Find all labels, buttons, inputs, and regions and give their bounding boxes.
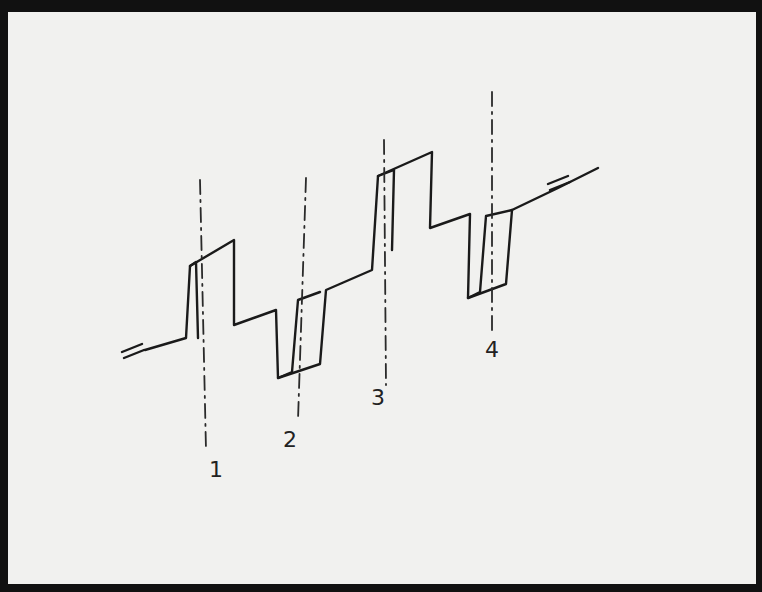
shaft-profile-edge <box>468 210 512 298</box>
center-line <box>298 178 306 420</box>
callout-number: 2 <box>283 429 297 451</box>
center-line <box>384 140 386 385</box>
callout-number: 1 <box>209 459 223 481</box>
shaft-profile-edge <box>190 262 198 338</box>
drawing-sheet: 1 2 3 4 <box>8 12 756 584</box>
center-line <box>200 180 206 450</box>
shaft-profile-edge <box>278 292 320 378</box>
callout-number: 4 <box>485 339 499 361</box>
break-mark <box>124 350 144 358</box>
center-line <box>491 92 493 330</box>
shaft-profile-edge <box>378 170 394 250</box>
shaft-profile <box>145 152 598 378</box>
stepped-shaft-sketch <box>8 12 756 584</box>
break-mark <box>550 182 570 190</box>
callout-number: 3 <box>371 387 385 409</box>
